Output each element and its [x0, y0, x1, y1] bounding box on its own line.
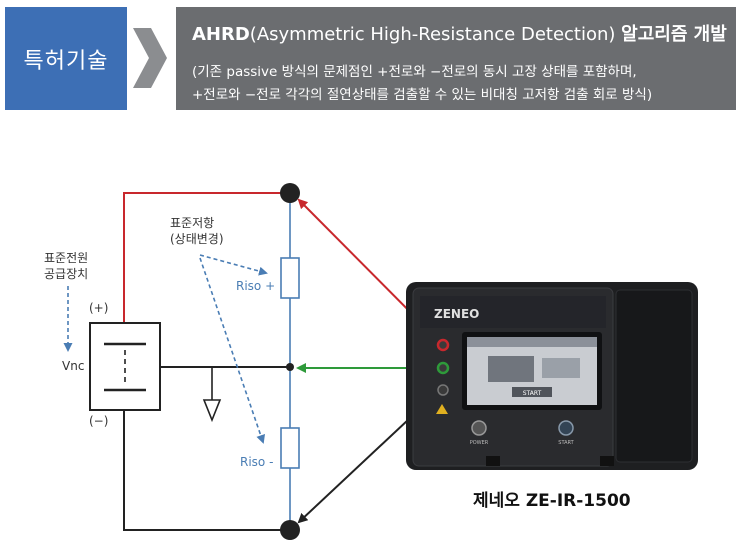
std-resistor-label-1: 표준저항 [170, 216, 214, 230]
banner-title: AHRD(Asymmetric High-Resistance Detectio… [192, 20, 727, 46]
banner-title-bold: AHRD [192, 24, 250, 45]
riso-minus-resistor [280, 427, 300, 469]
device-power-label: POWER [470, 440, 489, 446]
ground-symbol [202, 367, 222, 423]
riso-plus-label: Riso + [236, 279, 275, 293]
banner-description-line2: +전로와 −전로 각각의 절연상태를 검출할 수 있는 비대칭 고저항 검출 회… [192, 87, 653, 103]
chevron-right-icon [133, 28, 167, 88]
banner-title-rest: (Asymmetric High-Resistance Detection) [249, 24, 622, 45]
std-resistor-arrow-1 [199, 254, 268, 276]
device-screen-image [542, 358, 580, 378]
device-brand: ZENEO [434, 307, 479, 321]
device-screen-start-button [512, 387, 552, 397]
device-start-button [558, 420, 574, 436]
positive-wire [123, 192, 290, 323]
device-caption: 제네오 ZE-IR-1500 [473, 491, 631, 511]
banner-title-suffix: 알고리즘 개발 [621, 24, 727, 45]
std-power-label-1: 표준전원 [44, 251, 88, 265]
negative-wire [123, 410, 290, 531]
device-top-strip [420, 296, 606, 328]
header-banner: AHRD(Asymmetric High-Resistance Detectio… [176, 7, 736, 110]
std-resistor-arrow-2 [199, 257, 265, 444]
middle-node [286, 363, 294, 371]
std-power-label-2: 공급장치 [44, 267, 88, 281]
device-start-label: START [558, 440, 574, 446]
riso-minus-label: Riso - [240, 455, 273, 469]
power-source-box [89, 322, 161, 411]
device-side-panel [615, 289, 693, 463]
device-foot-left [486, 456, 500, 466]
device-black-port [437, 384, 449, 396]
device-screen-header [467, 337, 597, 347]
device-power-button [471, 420, 487, 436]
patent-tech-tag: 특허기술 [5, 7, 127, 110]
device-red-port [436, 338, 450, 352]
device-foot-right [600, 456, 614, 466]
device-screen-panel [488, 356, 534, 382]
device-green-port [436, 361, 450, 375]
std-resistor-label-2: (상태변경) [170, 232, 224, 246]
bottom-node [280, 520, 300, 540]
device-ze-ir-1500: ZENEO START POWER START [406, 282, 698, 470]
minus-label: (−) [89, 414, 108, 428]
device-warning-icon [436, 404, 448, 414]
vnc-label: Vnc [62, 359, 84, 373]
device-screen-start-label: START [523, 390, 542, 397]
patent-tech-label: 특허기술 [23, 48, 109, 74]
banner-description-line1: (기존 passive 방식의 문제점인 +전로와 −전로의 동시 고장 상태를… [192, 64, 637, 80]
riso-plus-resistor [280, 257, 300, 299]
top-node [280, 183, 300, 203]
plus-label: (+) [89, 301, 108, 315]
